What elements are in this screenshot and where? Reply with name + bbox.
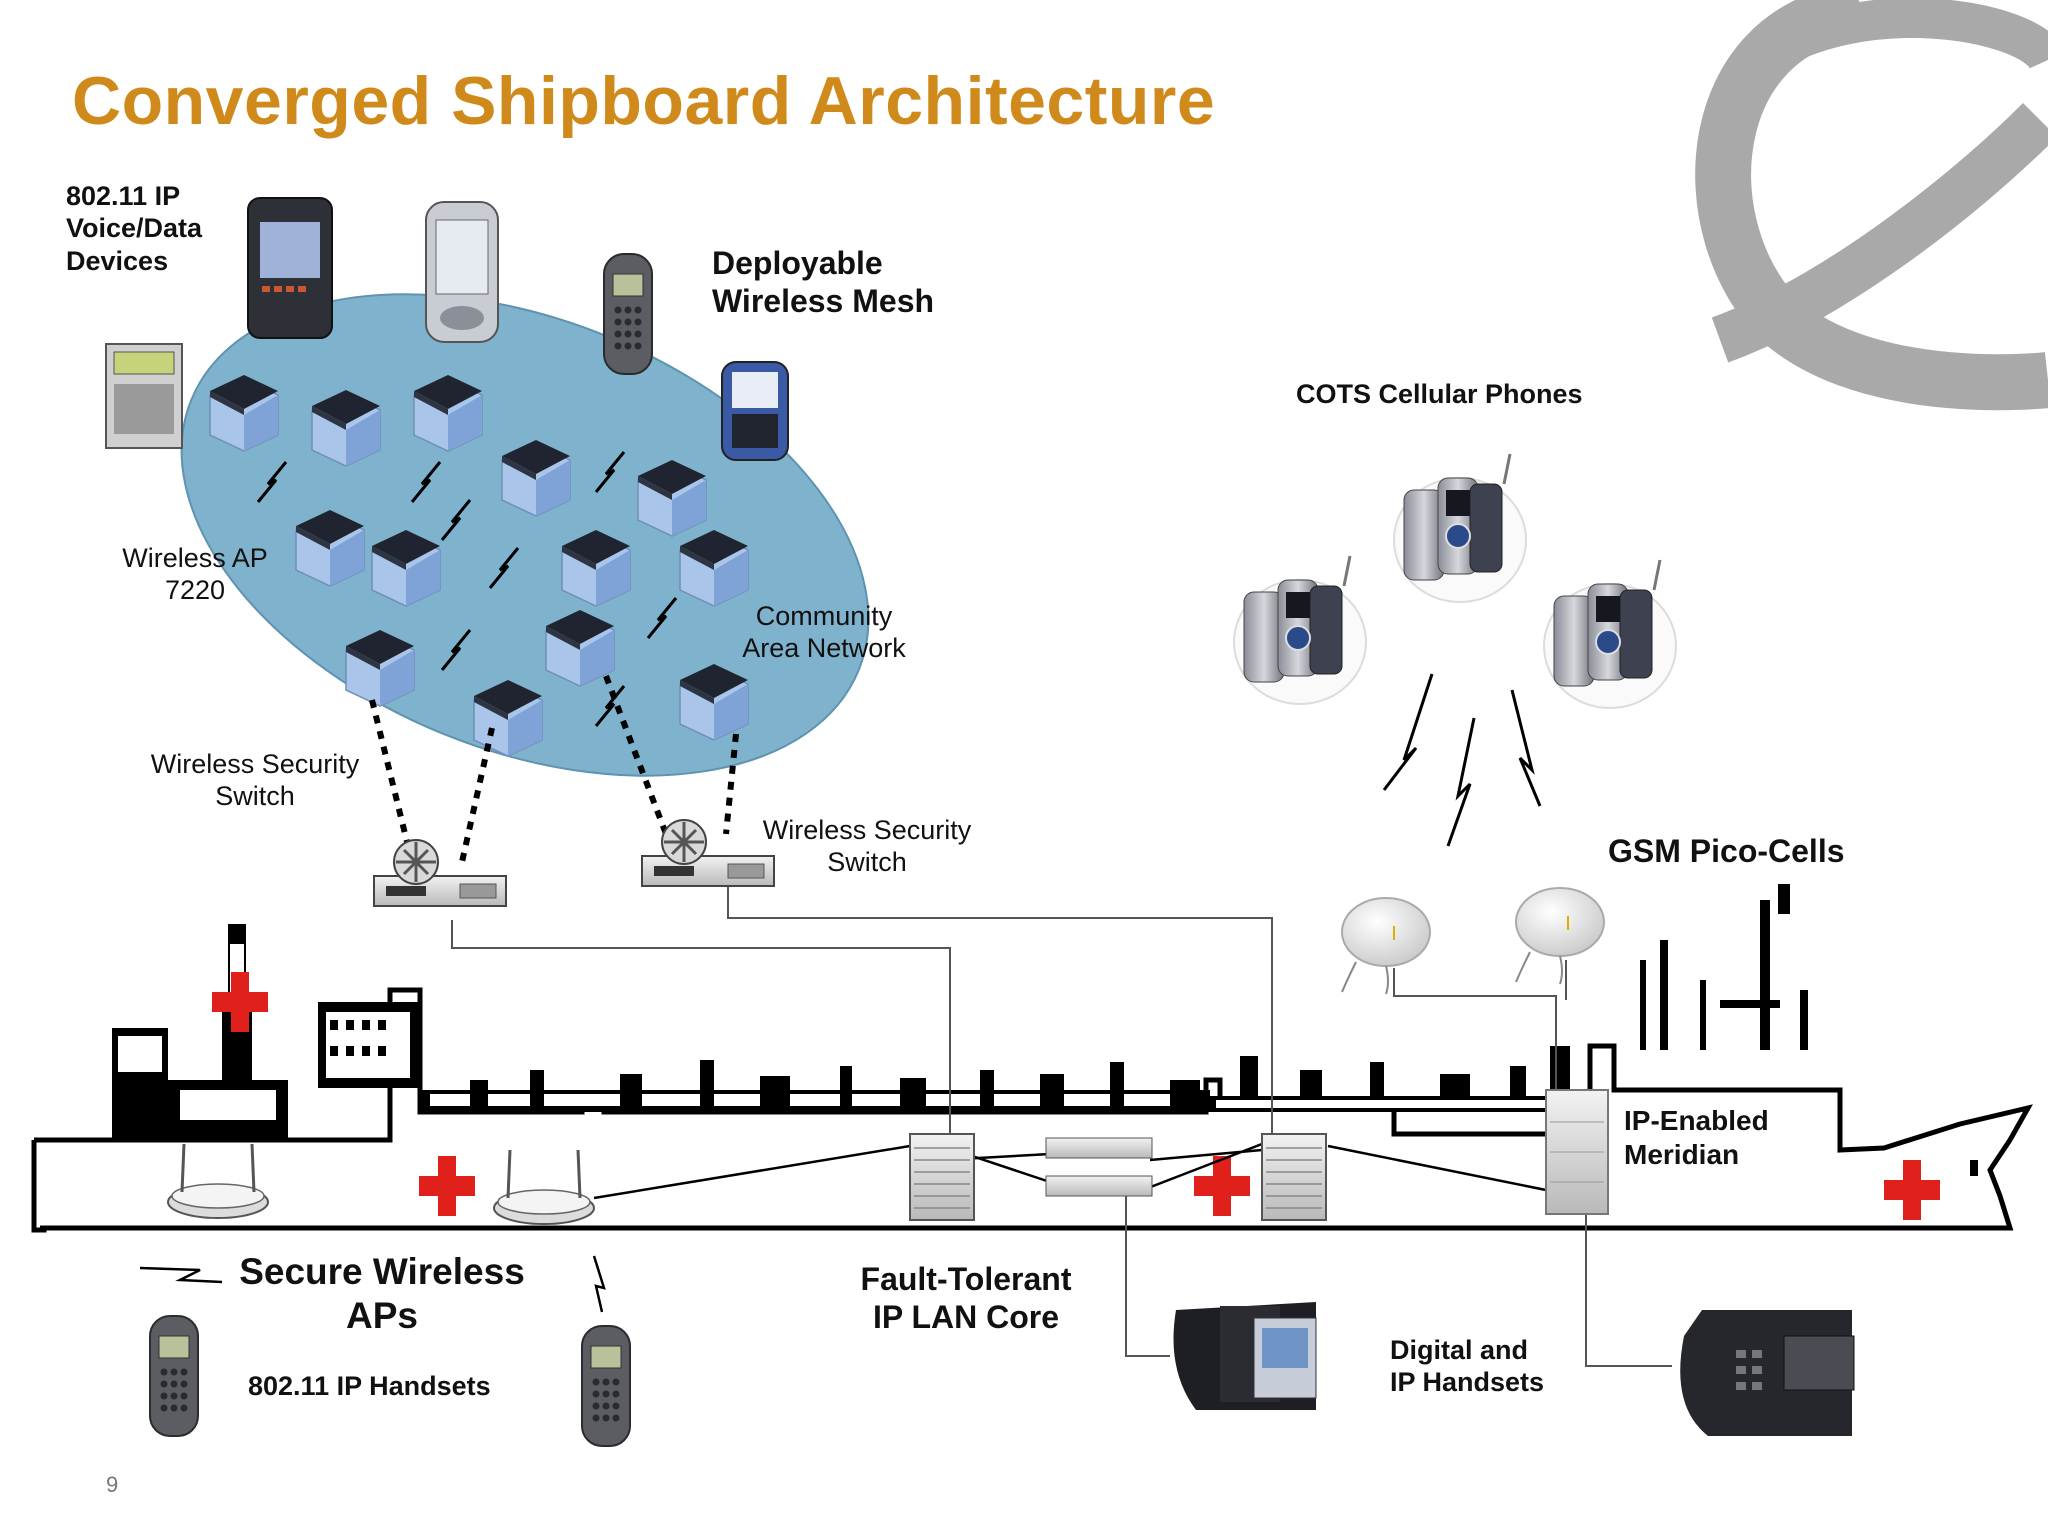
page-title: Converged Shipboard Architecture	[72, 63, 1216, 139]
desk-phone-icon	[105, 343, 183, 449]
cell-phone-icon	[1542, 558, 1678, 710]
label-digital-ip: Digital and IP Handsets	[1390, 1335, 1545, 1398]
lightning-icon	[139, 1255, 606, 1313]
red-cross-icon	[212, 972, 268, 1032]
phone-icon	[581, 1325, 631, 1447]
hex-access-point-icon	[679, 529, 749, 607]
label-wireless-ap: Wireless AP 7220	[122, 543, 268, 606]
label-ip-devices: 802.11 IP Voice/Data Devices	[66, 181, 203, 276]
hex-access-point-icon	[561, 529, 631, 607]
lan-core-switch-icon	[1045, 1137, 1153, 1197]
cellular-signals	[1382, 673, 1542, 847]
label-gsm: GSM Pico-Cells	[1608, 833, 1845, 869]
hex-access-point-icon	[637, 459, 707, 537]
hex-access-point-icon	[345, 629, 415, 707]
cots-cell-phones	[1232, 452, 1678, 710]
network-wiring	[451, 884, 1672, 1367]
hex-access-point-icon	[371, 529, 441, 607]
label-deployable-mesh: Deployable Wireless Mesh	[712, 245, 935, 320]
desk-phone-icon	[1173, 1302, 1317, 1410]
router-icon	[372, 838, 508, 908]
red-cross-icon	[419, 1156, 475, 1216]
label-community-network: Community Area Network	[742, 601, 906, 664]
label-80211-handsets: 802.11 IP Handsets	[248, 1371, 491, 1401]
hex-access-point-icon	[545, 609, 615, 687]
hex-access-point-icon	[209, 374, 279, 452]
pico-cell-icon	[1341, 897, 1431, 995]
core-links	[593, 1142, 1547, 1200]
label-meridian: IP-Enabled Meridian	[1624, 1105, 1769, 1170]
hex-access-point-icon	[679, 663, 749, 741]
hex-access-point-icon	[413, 374, 483, 452]
cell-phone-icon	[1232, 554, 1368, 706]
hex-access-point-icon	[311, 389, 381, 467]
hex-access-point-icon	[295, 509, 365, 587]
hex-access-point-icon	[473, 679, 543, 757]
page-number: 9	[106, 1472, 119, 1497]
pda-icon	[425, 201, 499, 343]
access-point-icon	[166, 1142, 270, 1220]
label-lan-core: Fault-Tolerant IP LAN Core	[860, 1261, 1072, 1336]
pico-cell-icon	[1515, 887, 1605, 985]
access-point-icon	[492, 1148, 596, 1226]
phone-icon	[603, 253, 653, 375]
switch-uplinks	[369, 674, 739, 863]
lan-core-chassis-icon	[909, 1133, 975, 1221]
cell-phone-icon	[1392, 452, 1528, 604]
phone-icon	[149, 1315, 199, 1437]
hex-access-point-icon	[501, 439, 571, 517]
lan-core-chassis-icon	[1261, 1133, 1327, 1221]
red-cross-icon	[1194, 1156, 1250, 1216]
label-secure-aps: Secure Wireless APs	[239, 1251, 525, 1337]
meridian-cabinet-icon	[1545, 1089, 1609, 1215]
label-wss-right: Wireless Security Switch	[762, 815, 972, 878]
cell-phone-icon	[721, 361, 789, 461]
pda-icon	[247, 197, 333, 339]
red-cross-icon	[1884, 1160, 1940, 1220]
label-wss-left: Wireless Security Switch	[150, 749, 360, 812]
desk-phone-icon	[1680, 1310, 1855, 1436]
label-cots: COTS Cellular Phones	[1296, 379, 1583, 409]
logo-globe-icon	[1695, 0, 2048, 411]
